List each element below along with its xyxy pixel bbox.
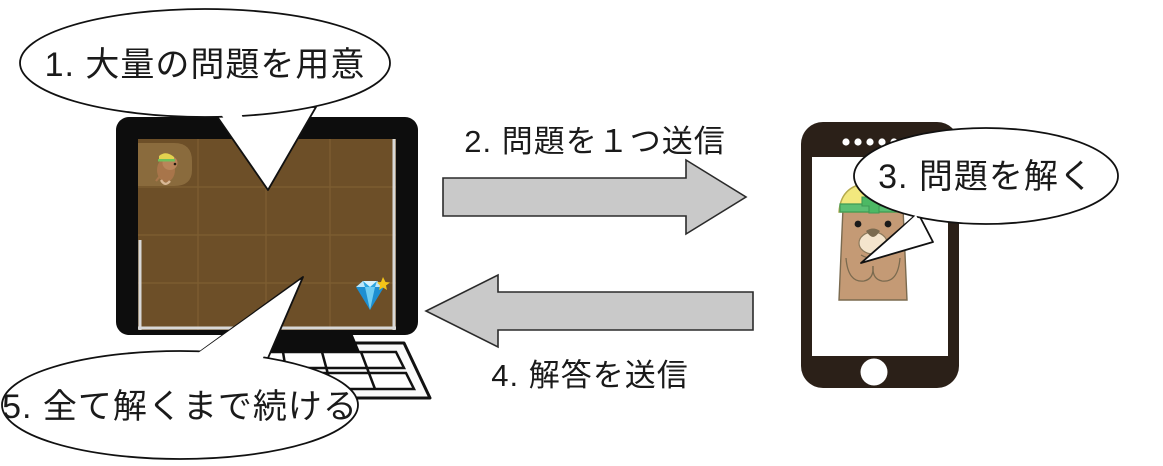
arrow-send-answer-label: 4. 解答を送信 <box>491 358 688 393</box>
arrow-right-shape <box>442 158 748 236</box>
pc-monitor <box>116 117 432 400</box>
bubble-5-label: 5. 全て解くまで続ける <box>2 388 358 426</box>
screen-mole-sprite <box>155 153 178 185</box>
mole-helmet-band <box>158 159 175 162</box>
gem-facet-top <box>363 281 377 287</box>
bubble-5-body <box>1 350 359 460</box>
mole-cheek-left <box>845 257 874 282</box>
bubble-1: 1. 大量の問題を用意 <box>19 8 391 191</box>
mole-eye-left <box>854 220 862 228</box>
bubble-3: 3. 問題を解く <box>853 127 1119 264</box>
keyboard-key-divider <box>359 351 377 390</box>
gem-sparkle-icon <box>377 277 390 290</box>
bubble-1-body <box>19 8 391 118</box>
gem-facet-left <box>356 281 365 287</box>
arrow-send-question-label: 2. 問題を１つ送信 <box>464 124 725 159</box>
mole-helmet <box>159 153 174 160</box>
bubble-3-tail-fill <box>869 215 928 258</box>
gem-facet-center <box>365 287 375 310</box>
bubble-3-body <box>853 127 1119 225</box>
bubble-5: 5. 全て解くまで続ける <box>1 276 359 460</box>
arrow-send-answer: 4. 解答を送信 <box>424 273 754 393</box>
arrow-left-shape <box>424 273 754 349</box>
bubble-1-tail-fill <box>220 110 262 172</box>
screen-diamond-gem <box>356 277 390 310</box>
mole-cheek-right <box>872 257 901 282</box>
bubble-5-tail-fill <box>163 280 300 378</box>
screen-grid <box>138 139 396 330</box>
bubble-3-label: 3. 問題を解く <box>878 158 1094 196</box>
arrow-send-question: 2. 問題を１つ送信 <box>442 124 748 236</box>
bubble-1-label: 1. 大量の問題を用意 <box>45 46 366 84</box>
mole-nose <box>866 228 880 237</box>
mole-eye-right <box>884 220 892 228</box>
phone-home-button[interactable] <box>860 358 888 386</box>
